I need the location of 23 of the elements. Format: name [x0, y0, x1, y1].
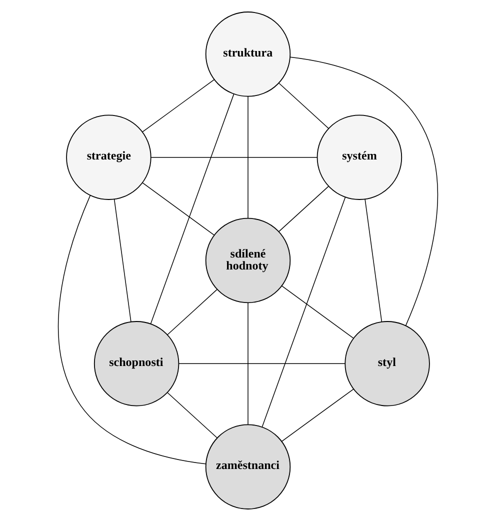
node-circle: sdílené hodnoty: [205, 217, 291, 303]
node-circle: zaměstnanci: [205, 424, 291, 509]
node-circle: struktura: [205, 11, 291, 96]
node-circle: systém: [316, 114, 402, 200]
connector: [150, 93, 234, 324]
connector: [290, 56, 438, 326]
node-circle: styl: [344, 320, 430, 406]
node-circle: schopnosti: [94, 320, 180, 406]
connector: [58, 194, 206, 464]
connector: [114, 198, 132, 322]
connector: [178, 362, 346, 364]
connector: [282, 388, 354, 442]
connector: [262, 196, 346, 427]
node-circle: strategie: [66, 114, 152, 200]
connector: [167, 392, 218, 438]
connector: [167, 288, 218, 335]
connector: [278, 186, 329, 232]
connector: [281, 284, 354, 338]
connector: [278, 82, 329, 128]
connector: [364, 198, 382, 322]
connector: [150, 156, 318, 158]
connector: [142, 182, 214, 235]
connector: [142, 78, 215, 132]
